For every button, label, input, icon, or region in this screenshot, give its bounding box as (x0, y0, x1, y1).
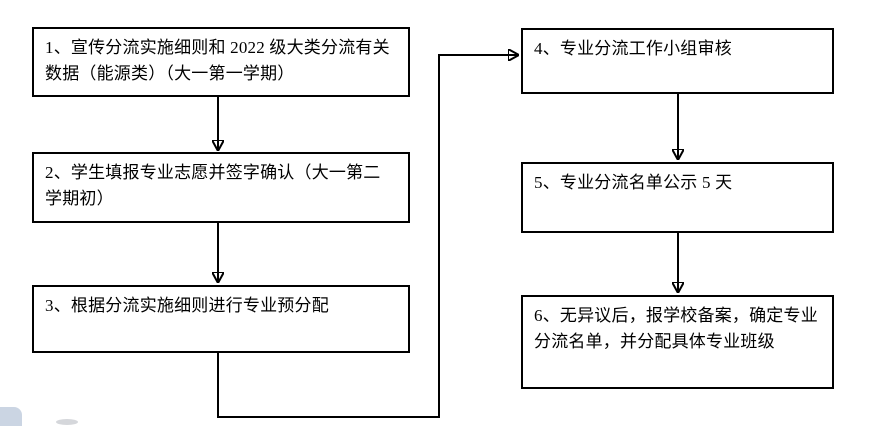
flow-step-2-student-preference: 2、学生填报专业志愿并签字确认（大一第二学期初） (32, 152, 410, 223)
flow-step-4-workgroup-review: 4、专业分流工作小组审核 (521, 28, 834, 94)
connector-arrow-3-4 (217, 55, 518, 418)
corner-watermark-smudge-icon (56, 419, 78, 425)
flow-step-5-public-notice: 5、专业分流名单公示 5 天 (521, 162, 834, 233)
flow-step-1-publicize-rules: 1、宣传分流实施细则和 2022 级大类分流有关数据（能源类）（大一第一学期） (32, 27, 410, 97)
corner-watermark-icon (0, 407, 22, 426)
flow-step-3-pre-assignment: 3、根据分流实施细则进行专业预分配 (32, 285, 410, 353)
flow-step-6-final-assignment: 6、无异议后，报学校备案，确定专业分流名单，并分配具体专业班级 (521, 295, 834, 389)
